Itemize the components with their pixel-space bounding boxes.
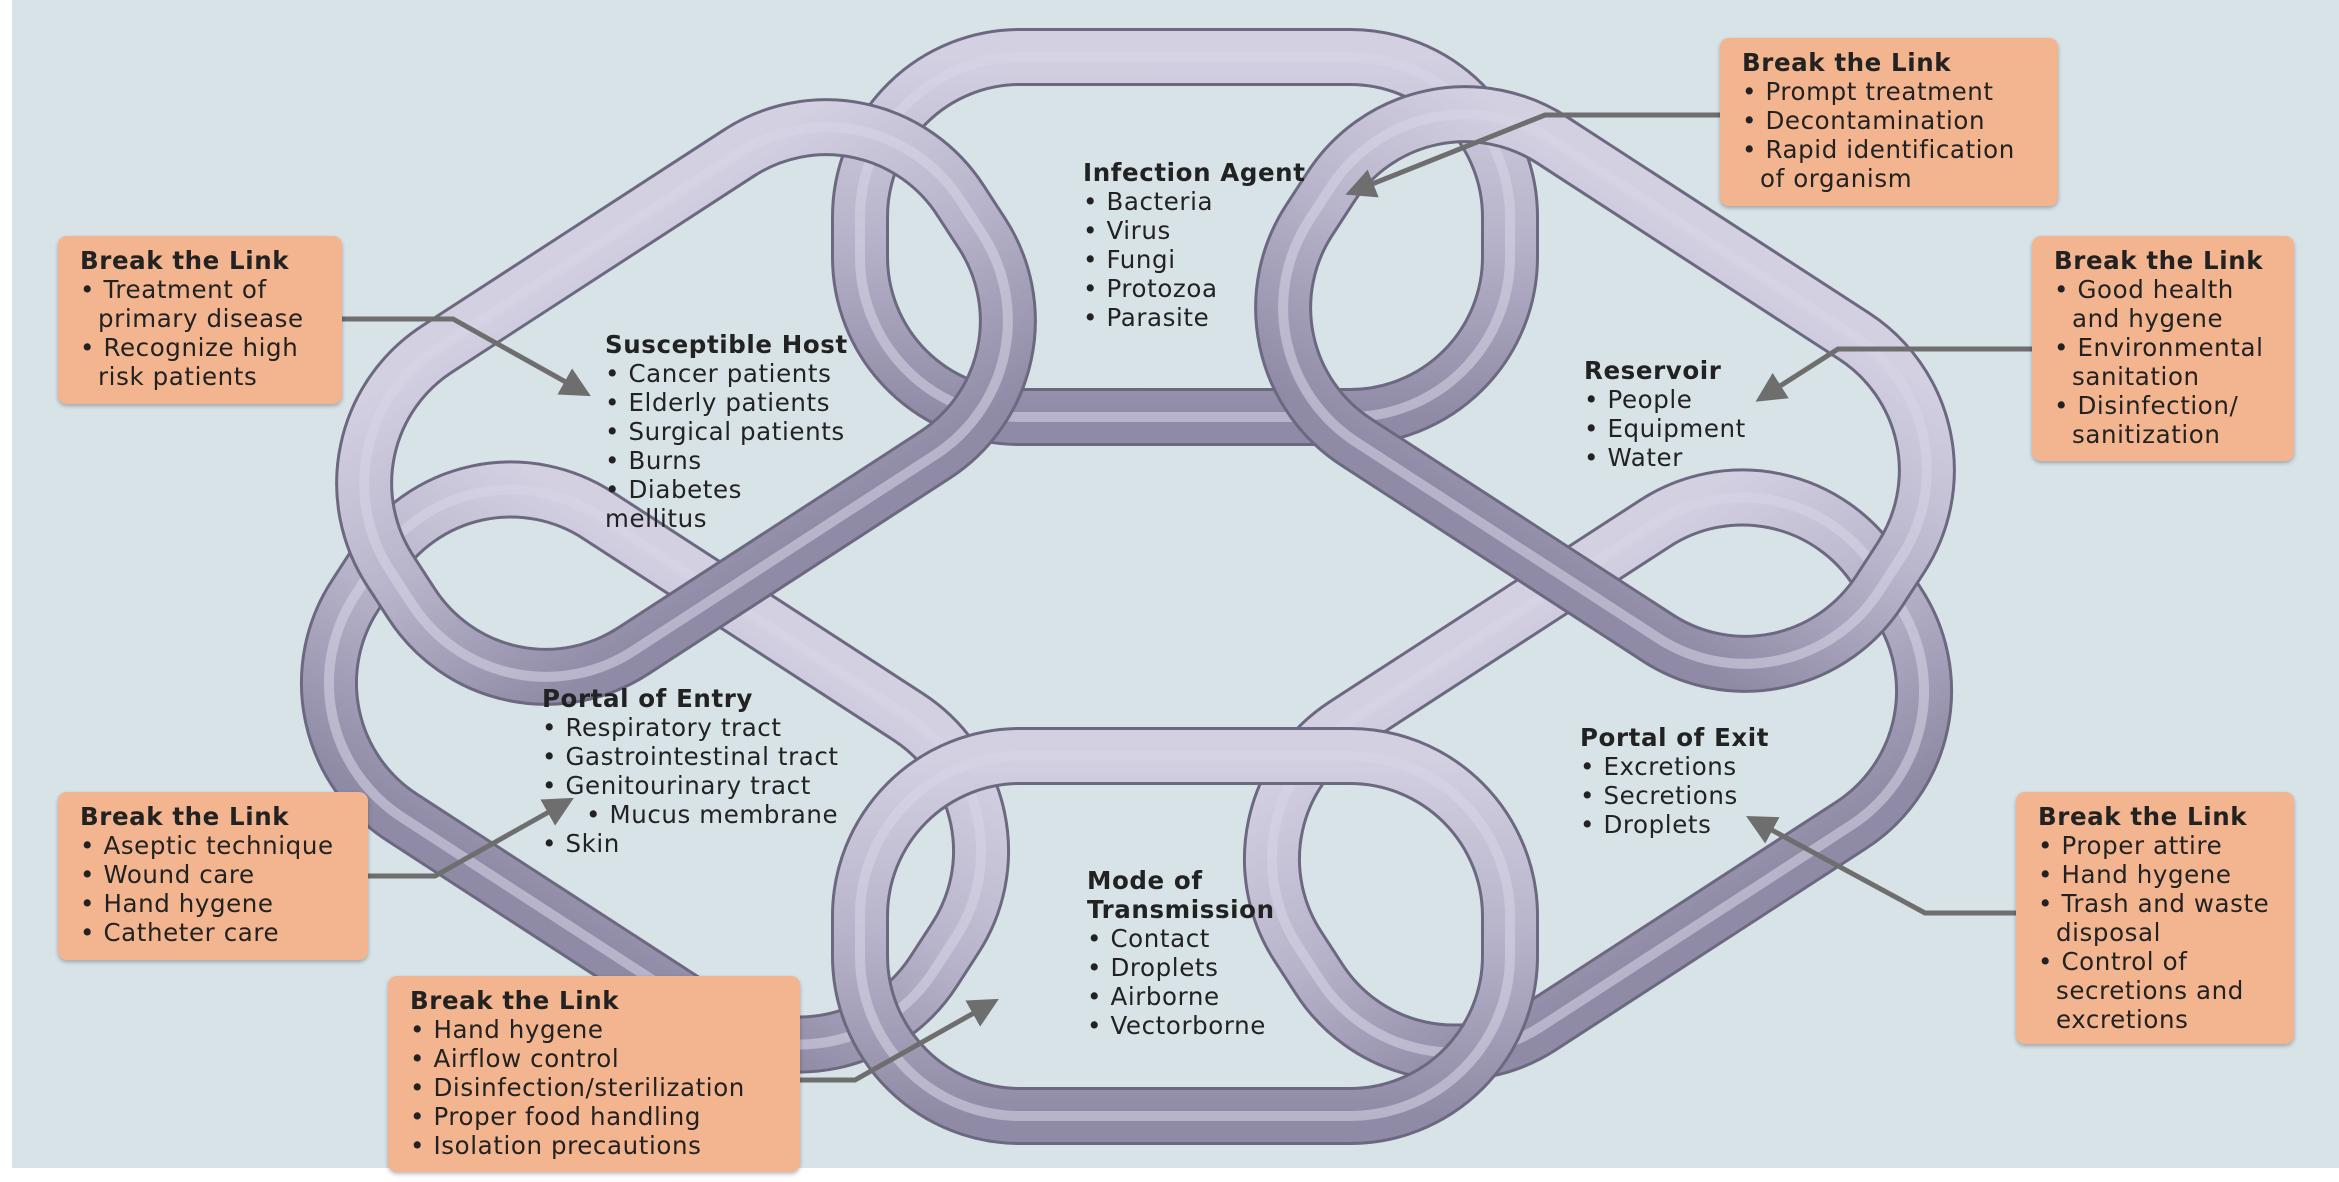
list-item: Control of secretions and excretions: [2038, 947, 2272, 1034]
list-item: Surgical patients: [605, 417, 875, 446]
list-item: Equipment: [1584, 414, 1746, 443]
list-item: Protozoa: [1083, 274, 1306, 303]
link-title: Reservoir: [1584, 356, 1722, 385]
link-reservoir: Reservoir People Equipment Water: [1584, 356, 1746, 472]
list-item: Catheter care: [80, 918, 346, 947]
link-portal-of-exit: Portal of Exit Excretions Secretions Dro…: [1580, 723, 1769, 839]
box-title: Break the Link: [80, 802, 290, 831]
list-item: Treatment of primary disease: [80, 275, 320, 333]
list-item: Cancer patients: [605, 359, 875, 388]
list-item: Prompt treatment: [1742, 77, 2036, 106]
list-item: Water: [1584, 443, 1746, 472]
break-box-transmission: Break the Link Hand hygene Airflow contr…: [388, 976, 800, 1172]
list-item: Parasite: [1083, 303, 1306, 332]
list-item: Genitourinary tract: [542, 771, 839, 800]
list-sub-item: Mucus membrane: [542, 800, 839, 829]
list-item: Vectorborne: [1087, 1011, 1287, 1040]
list-item: Contact: [1087, 924, 1287, 953]
list-item: Secretions: [1580, 781, 1769, 810]
link-title: Susceptible Host: [605, 330, 848, 359]
link-infection-agent: Infection Agent Bacteria Virus Fungi Pro…: [1083, 158, 1306, 332]
list-item: Bacteria: [1083, 187, 1306, 216]
link-susceptible-host: Susceptible Host Cancer patients Elderly…: [605, 330, 875, 533]
chain-link-agent: [831, 28, 1539, 446]
list-item: Burns: [605, 446, 875, 475]
list-item: Airflow control: [410, 1044, 778, 1073]
list-item: Disinfection/sterilization: [410, 1073, 778, 1102]
list-item: Airborne: [1087, 982, 1287, 1011]
list-item: Isolation precautions: [410, 1131, 778, 1160]
list-item: Recognize high risk patients: [80, 333, 320, 391]
link-portal-of-entry: Portal of Entry Respiratory tract Gastro…: [542, 684, 839, 858]
chain-link-reservoir: [1254, 85, 1956, 693]
list-item: Decontamination: [1742, 106, 2036, 135]
link-title: Portal of Entry: [542, 684, 754, 713]
list-item: Droplets: [1580, 810, 1769, 839]
break-box-exit: Break the Link Proper attire Hand hygene…: [2016, 792, 2294, 1044]
box-title: Break the Link: [80, 246, 290, 275]
list-item: Respiratory tract: [542, 713, 839, 742]
list-item: Virus: [1083, 216, 1306, 245]
list-item: Aseptic technique: [80, 831, 346, 860]
list-item: People: [1584, 385, 1746, 414]
list-item: Diabetes mellitus: [605, 475, 755, 533]
link-title: Infection Agent: [1083, 158, 1306, 187]
list-item: Hand hygene: [2038, 860, 2272, 889]
list-item: Good health and hygene: [2054, 275, 2272, 333]
chain-link-host: [335, 98, 1037, 706]
box-title: Break the Link: [1742, 48, 1952, 77]
list-item: Hand hygene: [410, 1015, 778, 1044]
list-item: Proper attire: [2038, 831, 2272, 860]
break-box-entry: Break the Link Aseptic technique Wound c…: [58, 792, 368, 960]
list-item: Excretions: [1580, 752, 1769, 781]
list-item: Rapid identification of organism: [1742, 135, 2036, 193]
link-title: Portal of Exit: [1580, 723, 1770, 752]
list-item: Skin: [542, 829, 839, 858]
break-box-host: Break the Link Treatment of primary dise…: [58, 236, 342, 404]
box-title: Break the Link: [410, 986, 620, 1015]
box-title: Break the Link: [2054, 246, 2264, 275]
list-item: Disinfection/ sanitization: [2054, 391, 2272, 449]
chain-link-transmission: [831, 727, 1539, 1145]
list-item: Hand hygene: [80, 889, 346, 918]
list-item: Trash and waste disposal: [2038, 889, 2272, 947]
link-title: Mode of Transmission: [1087, 866, 1275, 924]
break-box-agent: Break the Link Prompt treatment Decontam…: [1720, 38, 2058, 206]
list-item: Gastrointestinal tract: [542, 742, 839, 771]
link-mode-of-transmission: Mode of Transmission Contact Droplets Ai…: [1087, 866, 1287, 1040]
list-item: Droplets: [1087, 953, 1287, 982]
list-item: Wound care: [80, 860, 346, 889]
list-item: Environmental sanitation: [2054, 333, 2272, 391]
list-item: Fungi: [1083, 245, 1306, 274]
break-box-reservoir: Break the Link Good health and hygene En…: [2032, 236, 2294, 461]
list-item: Elderly patients: [605, 388, 875, 417]
list-item: Proper food handling: [410, 1102, 778, 1131]
box-title: Break the Link: [2038, 802, 2248, 831]
